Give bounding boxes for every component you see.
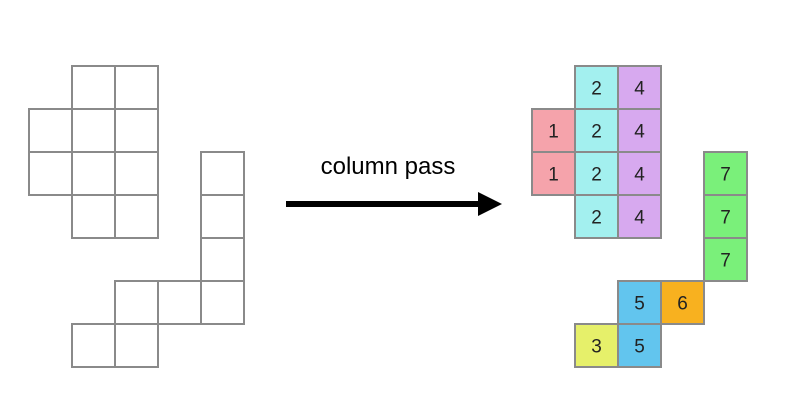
- cell-fill: [660, 280, 705, 325]
- grid-cell: [200, 194, 245, 239]
- cell-label: 7: [720, 165, 731, 186]
- cell-label: 3: [591, 337, 602, 358]
- grid-cell: [71, 65, 116, 110]
- labeled-cell: 2: [574, 151, 619, 196]
- cell-fill: [617, 323, 662, 368]
- cell-fill: [617, 108, 662, 153]
- grid-cell: [71, 323, 116, 368]
- cell-label: 2: [591, 165, 602, 186]
- labeled-cell: 4: [617, 151, 662, 196]
- cell-label: 5: [634, 337, 645, 358]
- cell-fill: [617, 65, 662, 110]
- grid-cell: [114, 280, 159, 325]
- arrow-label: column pass: [321, 153, 456, 180]
- grid-cell: [114, 194, 159, 239]
- cell-label: 4: [634, 122, 645, 143]
- cell-fill: [617, 280, 662, 325]
- labeled-cell: 6: [660, 280, 705, 325]
- labeled-cell: 7: [703, 151, 748, 196]
- cell-fill: [703, 237, 748, 282]
- cell-label: 2: [591, 122, 602, 143]
- cell-label: 5: [634, 294, 645, 315]
- cell-label: 4: [634, 79, 645, 100]
- cell-label: 7: [720, 208, 731, 229]
- grid-cell: [71, 108, 116, 153]
- labeled-cell: 3: [574, 323, 619, 368]
- cell-label: 7: [720, 251, 731, 272]
- labeled-cell: 1: [531, 151, 576, 196]
- cell-fill: [617, 194, 662, 239]
- labeled-cell: 7: [703, 194, 748, 239]
- cell-fill: [574, 323, 619, 368]
- unlabeled-grid: [28, 65, 245, 368]
- grid-cell: [200, 280, 245, 325]
- grid-cell: [28, 108, 73, 153]
- grid-cell: [114, 108, 159, 153]
- labeled-cell: 2: [574, 65, 619, 110]
- cell-label: 4: [634, 208, 645, 229]
- grid-cell: [157, 280, 202, 325]
- transition-arrow: column pass: [286, 153, 502, 216]
- labeled-cell: 4: [617, 108, 662, 153]
- labeled-cell: 5: [617, 323, 662, 368]
- labeled-cell: 4: [617, 194, 662, 239]
- grid-cell: [28, 151, 73, 196]
- labeled-cell: 7: [703, 237, 748, 282]
- cell-label: 2: [591, 79, 602, 100]
- grid-cell: [114, 323, 159, 368]
- cell-fill: [617, 151, 662, 196]
- cell-label: 6: [677, 294, 688, 315]
- cell-label: 1: [548, 165, 559, 186]
- grid-cell: [71, 194, 116, 239]
- cell-fill: [703, 151, 748, 196]
- labeled-cell: 2: [574, 108, 619, 153]
- labeled-cell: 1: [531, 108, 576, 153]
- labeled-cell: 4: [617, 65, 662, 110]
- arrow-head: [478, 192, 502, 216]
- grid-cell: [200, 237, 245, 282]
- labeled-grid: 2 4 1 2 4 1 2 4 7 2 4 7 7 5 6 3 5: [531, 65, 748, 368]
- cell-label: 1: [548, 122, 559, 143]
- grid-cell: [71, 151, 116, 196]
- grid-cell: [114, 65, 159, 110]
- labeled-cell: 2: [574, 194, 619, 239]
- grid-cell: [200, 151, 245, 196]
- cell-label: 2: [591, 208, 602, 229]
- labeled-cell: 5: [617, 280, 662, 325]
- grid-cell: [114, 151, 159, 196]
- cell-label: 4: [634, 165, 645, 186]
- cell-fill: [703, 194, 748, 239]
